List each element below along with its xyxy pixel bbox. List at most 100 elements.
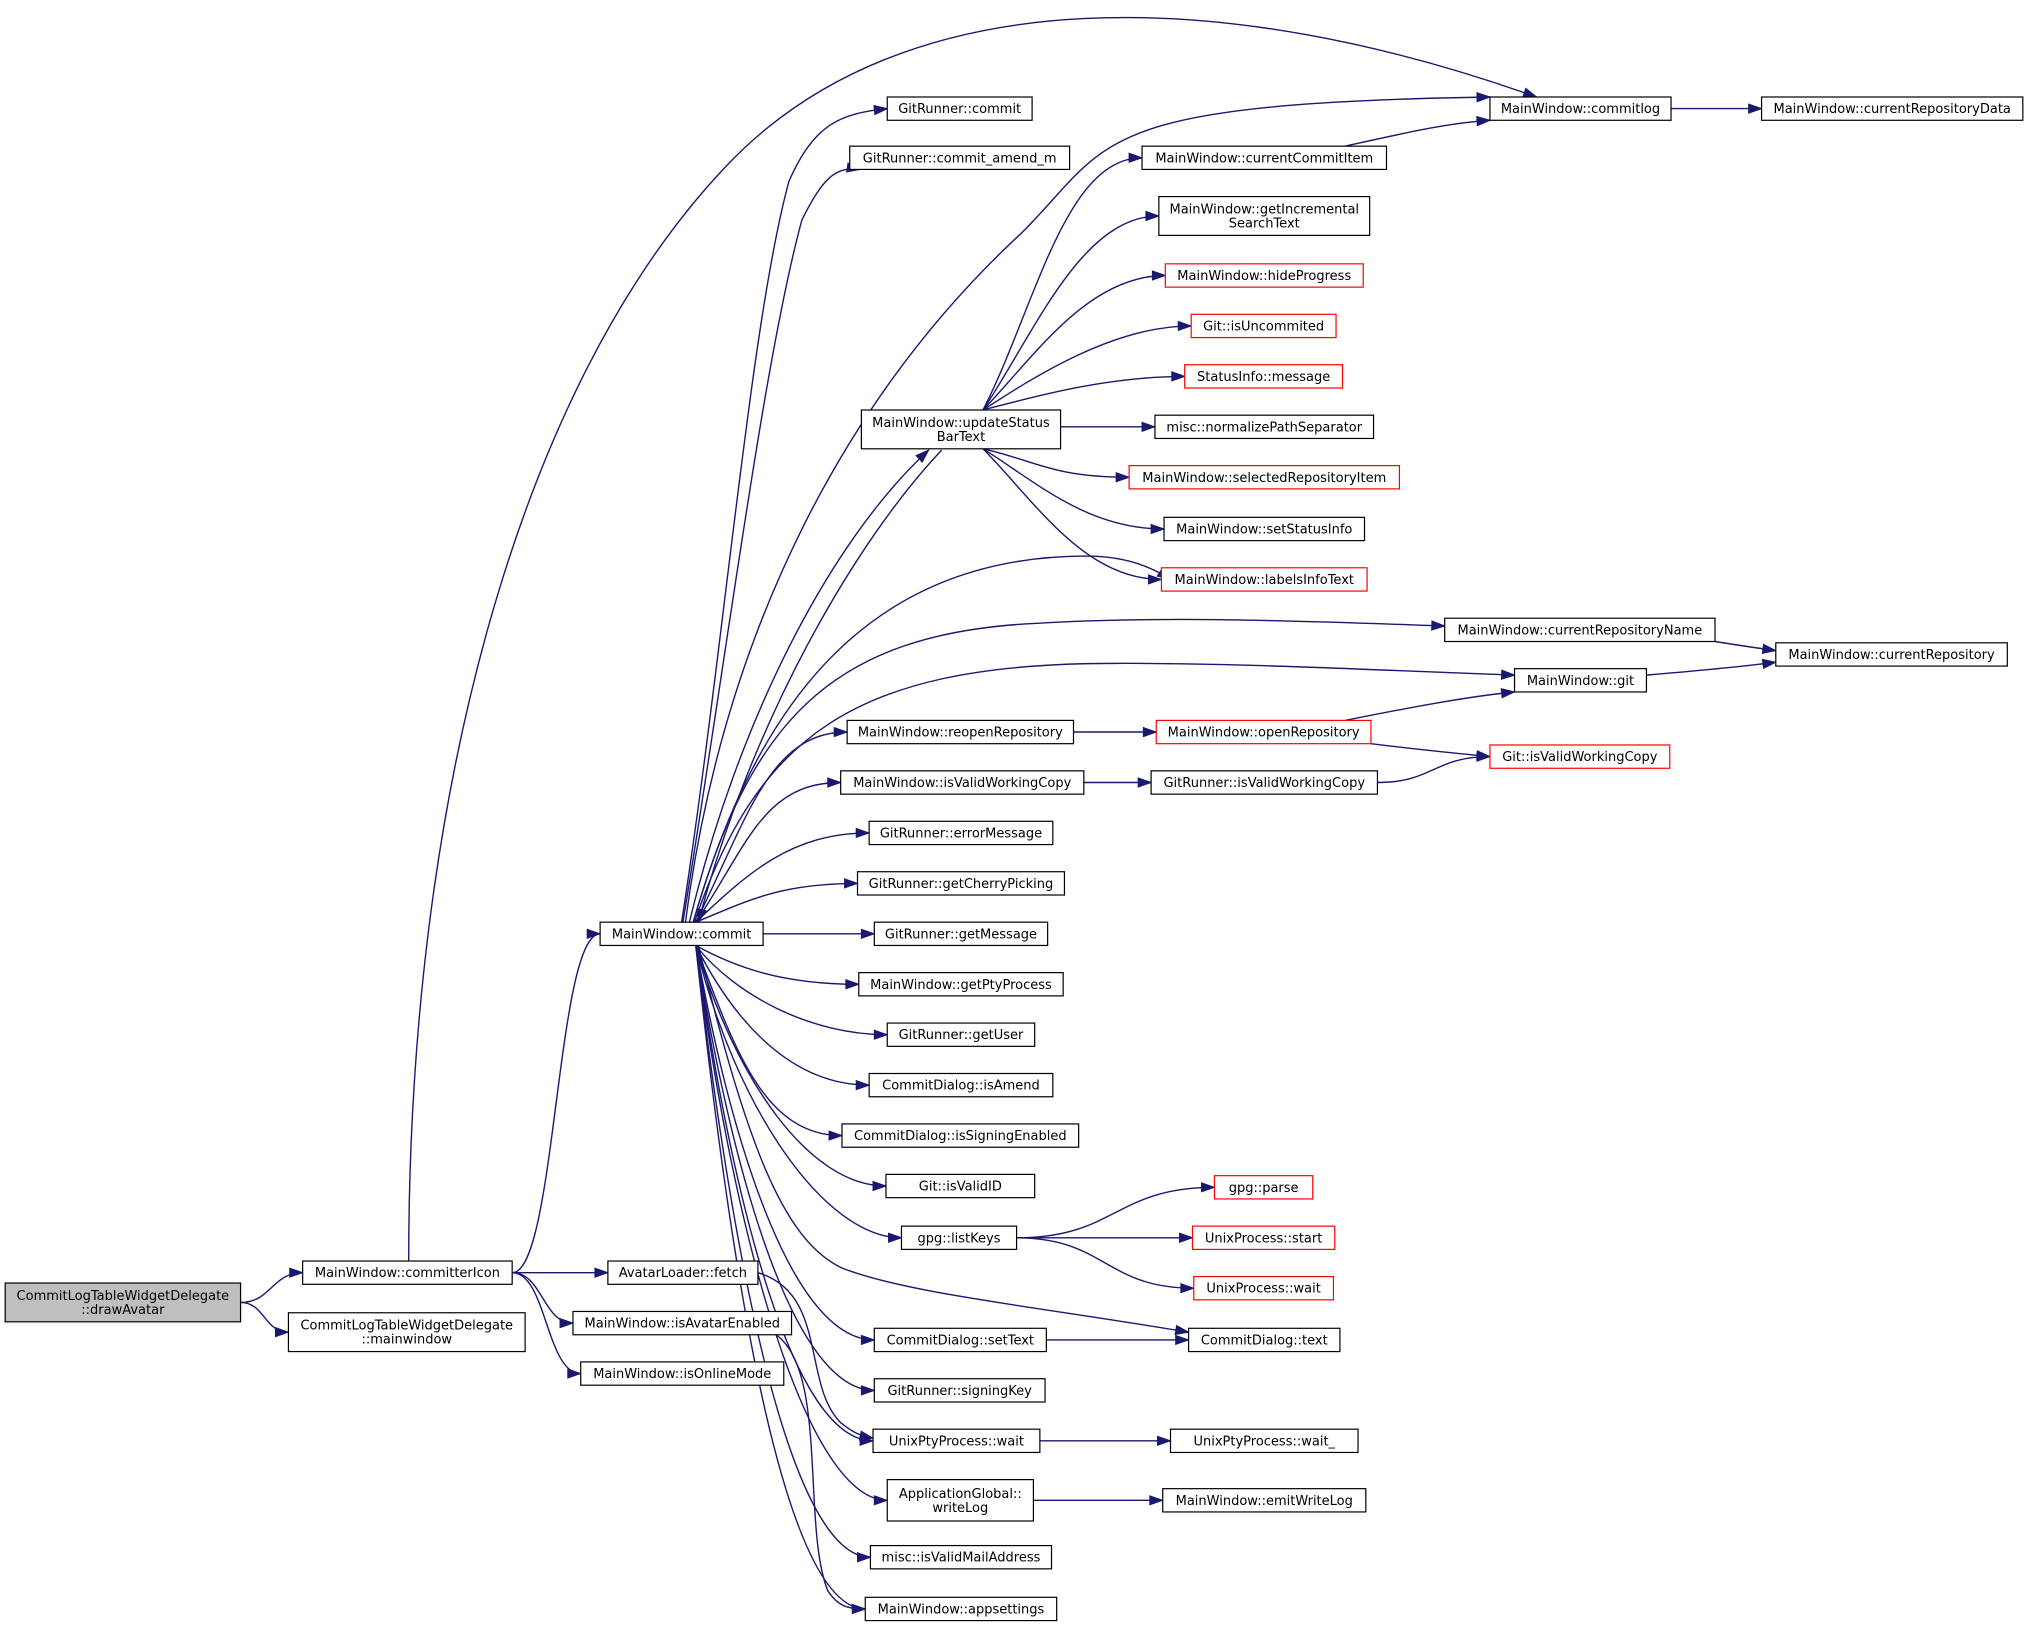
- node-box: [886, 1479, 1035, 1522]
- node-selectedRepoItem[interactable]: MainWindow::selectedRepositoryItem: [1128, 465, 1401, 490]
- node-box: [302, 1260, 513, 1285]
- node-curRepoData[interactable]: MainWindow::currentRepositoryData: [1760, 96, 2024, 121]
- edge-reopenRepo-to-openRepo-arrowhead: [1142, 726, 1158, 738]
- node-isValidMail[interactable]: misc::isValidMailAddress: [869, 1544, 1053, 1570]
- node-curCommitItem[interactable]: MainWindow::currentCommitItem: [1141, 145, 1388, 171]
- node-mw_git[interactable]: MainWindow::git: [1513, 668, 1648, 693]
- node-cdText[interactable]: CommitDialog::text: [1188, 1327, 1341, 1353]
- node-isOnlineMode[interactable]: MainWindow::isOnlineMode: [580, 1361, 785, 1386]
- node-gr_isValidWC[interactable]: GitRunner::isValidWorkingCopy: [1150, 770, 1379, 795]
- edge-mw_commit-to-signingKey: [695, 945, 875, 1392]
- node-box: [869, 1544, 1053, 1570]
- node-git_isValidWC[interactable]: Git::isValidWorkingCopy: [1489, 744, 1671, 769]
- node-emitWriteLog[interactable]: MainWindow::emitWriteLog: [1162, 1488, 1367, 1513]
- edge-updateStatus-to-isUncommited-arrowhead: [1177, 320, 1193, 332]
- edge-mw_commit-to-reopenRepo: [695, 731, 848, 923]
- node-gr_commit[interactable]: GitRunner::commit: [886, 96, 1033, 121]
- node-label: Git::isUncommited: [1203, 319, 1324, 334]
- node-isAvatarEnabled[interactable]: MainWindow::isAvatarEnabled: [572, 1310, 793, 1336]
- node-label: MainWindow::reopenRepository: [858, 726, 1063, 741]
- node-signingKey[interactable]: GitRunner::signingKey: [873, 1378, 1046, 1403]
- node-label: CommitDialog::setText: [887, 1333, 1034, 1348]
- node-uptyWait[interactable]: UnixPtyProcess::wait: [872, 1428, 1041, 1454]
- node-box: [849, 145, 1071, 171]
- node-cltwd_mainwindow[interactable]: CommitLogTableWidgetDelegate::mainwindow: [287, 1312, 526, 1353]
- edge-mw_commit-to-isValidID-arrowhead: [872, 1180, 888, 1192]
- node-curRepoName[interactable]: MainWindow::currentRepositoryName: [1444, 617, 1716, 643]
- node-isUncommited[interactable]: Git::isUncommited: [1190, 313, 1337, 339]
- node-getUser[interactable]: GitRunner::getUser: [886, 1022, 1036, 1047]
- edge-mw_commit-to-isValidID: [695, 945, 887, 1187]
- edge-mw_commit-to-curRepoName: [692, 618, 1445, 923]
- node-getCherry[interactable]: GitRunner::getCherryPicking: [856, 871, 1066, 896]
- node-uptyWait_[interactable]: UnixPtyProcess::wait_: [1169, 1428, 1359, 1454]
- node-box: [868, 820, 1054, 846]
- node-box: [1184, 364, 1344, 389]
- node-box: [846, 719, 1075, 745]
- node-label: Git::isValidWorkingCopy: [1502, 750, 1658, 765]
- node-appsettings[interactable]: MainWindow::appsettings: [864, 1596, 1058, 1622]
- node-setText[interactable]: CommitDialog::setText: [873, 1327, 1047, 1353]
- node-box: [607, 1260, 759, 1285]
- node-committerIcon[interactable]: MainWindow::committerIcon: [302, 1260, 513, 1285]
- node-gr_commit_amend[interactable]: GitRunner::commit_amend_m: [849, 145, 1071, 171]
- node-label: MainWindow::getIncremental: [1169, 202, 1359, 217]
- edge-curRepoName-to-curRepo-arrowhead: [1761, 643, 1778, 654]
- node-label: gpg::listKeys: [918, 1231, 1001, 1246]
- node-label: GitRunner::commit_amend_m: [863, 151, 1057, 166]
- node-isValidID[interactable]: Git::isValidID: [885, 1173, 1036, 1199]
- node-reopenRepo[interactable]: MainWindow::reopenRepository: [846, 719, 1075, 745]
- node-box: [1213, 1175, 1314, 1200]
- call-edges: [240, 16, 1778, 1615]
- node-label: UnixPtyProcess::wait_: [1193, 1434, 1335, 1449]
- edge-openRepo-to-mw_git: [1344, 691, 1515, 722]
- node-box: [580, 1361, 785, 1386]
- node-upWait[interactable]: UnixProcess::wait: [1193, 1275, 1335, 1301]
- node-box: [885, 1173, 1036, 1199]
- node-avatar_fetch[interactable]: AvatarLoader::fetch: [607, 1260, 759, 1285]
- node-box: [599, 921, 764, 947]
- node-label: ::mainwindow: [361, 1333, 452, 1348]
- node-label: GitRunner::errorMessage: [880, 826, 1042, 841]
- node-normalizePath[interactable]: misc::normalizePathSeparator: [1154, 414, 1375, 440]
- node-curRepo[interactable]: MainWindow::currentRepository: [1775, 642, 2008, 667]
- node-label: CommitDialog::isAmend: [882, 1079, 1040, 1094]
- node-label: ::drawAvatar: [81, 1303, 165, 1318]
- edge-avatar_fetch-to-uptyWait-arrowhead: [858, 1430, 875, 1441]
- node-statusMessage[interactable]: StatusInfo::message: [1184, 364, 1344, 389]
- node-errorMessage[interactable]: GitRunner::errorMessage: [868, 820, 1054, 846]
- edge-mw_commit-to-cdText: [697, 945, 1189, 1333]
- node-listKeys[interactable]: gpg::listKeys: [900, 1225, 1018, 1250]
- node-isSigning[interactable]: CommitDialog::isSigningEnabled: [841, 1123, 1080, 1148]
- edge-mw_commit-to-uptyWait: [695, 945, 874, 1442]
- edge-listKeys-to-upWait: [1016, 1237, 1194, 1289]
- edge-mw_commit-to-writeLog: [695, 945, 888, 1501]
- node-label: MainWindow::getPtyProcess: [870, 978, 1052, 993]
- node-label: MainWindow::git: [1527, 674, 1634, 689]
- node-writeLog[interactable]: ApplicationGlobal::writeLog: [886, 1479, 1035, 1522]
- node-label: MainWindow::setStatusInfo: [1176, 522, 1352, 537]
- node-isAmend[interactable]: CommitDialog::isAmend: [868, 1072, 1054, 1098]
- edge-committerIcon-to-commitlog: [408, 16, 1537, 1262]
- node-getPty[interactable]: MainWindow::getPtyProcess: [858, 972, 1064, 997]
- node-upStart[interactable]: UnixProcess::start: [1191, 1225, 1336, 1250]
- node-mw_isValidWC[interactable]: MainWindow::isValidWorkingCopy: [840, 770, 1085, 795]
- node-gpgParse[interactable]: gpg::parse: [1213, 1175, 1314, 1200]
- node-getMessage[interactable]: GitRunner::getMessage: [873, 921, 1049, 947]
- node-setStatusInfo[interactable]: MainWindow::setStatusInfo: [1163, 516, 1366, 542]
- node-box: [841, 1123, 1080, 1148]
- edge-listKeys-to-gpgParse: [1016, 1186, 1215, 1239]
- node-openRepo[interactable]: MainWindow::openRepository: [1155, 719, 1372, 745]
- node-hideProgress[interactable]: MainWindow::hideProgress: [1164, 263, 1364, 288]
- node-mw_commit[interactable]: MainWindow::commit: [599, 921, 764, 947]
- edge-root-to-committerIcon: [240, 1272, 303, 1304]
- node-commitlog[interactable]: MainWindow::commitlog: [1489, 96, 1672, 121]
- node-root[interactable]: CommitLogTableWidgetDelegate::drawAvatar: [4, 1282, 242, 1323]
- node-labelsInfo[interactable]: MainWindow::labelsInfoText: [1160, 567, 1368, 592]
- node-label: SearchText: [1229, 216, 1300, 231]
- node-label: CommitDialog::text: [1201, 1333, 1328, 1348]
- edge-mw_git-to-curRepo-arrowhead: [1761, 658, 1778, 670]
